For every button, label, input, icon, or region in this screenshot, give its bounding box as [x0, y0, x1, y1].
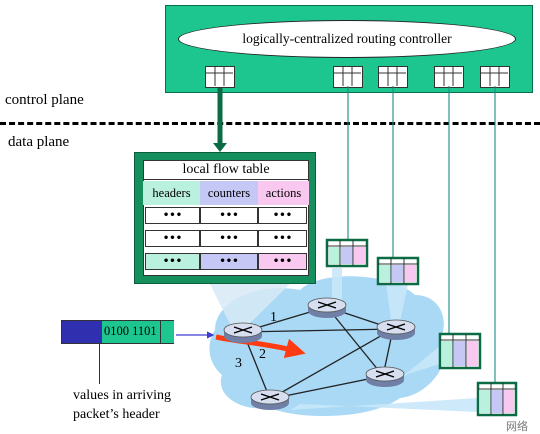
flow-table-header-actions: actions [258, 181, 309, 205]
controller-table-icon [480, 66, 510, 88]
flow-table-row: ••• ••• ••• [145, 207, 307, 225]
packet-header-tail-segment [160, 321, 174, 343]
flow-table-row: ••• ••• ••• [145, 230, 307, 248]
flow-table-cell: ••• [145, 230, 200, 247]
router-icon [250, 389, 290, 410]
link-number: 3 [235, 356, 242, 371]
routing-controller: logically-centralized routing controller [178, 20, 516, 58]
router-icon [376, 319, 416, 340]
link-number: 1 [270, 310, 277, 325]
packet-header-green-segment [102, 321, 160, 343]
flow-table-cell: ••• [258, 230, 307, 247]
control-plane-label: control plane [5, 92, 84, 108]
flow-table-cell: ••• [200, 207, 258, 224]
packet-header-value: 0100 1101 [104, 324, 157, 338]
packet-caption-pointer [99, 344, 100, 384]
router-table-beam [398, 346, 440, 380]
table-grid-icon [334, 67, 361, 86]
controller-table-icon [205, 66, 235, 88]
router-icon [307, 297, 347, 318]
table-grid-icon [379, 67, 406, 86]
table-grid-icon [435, 67, 462, 86]
packet-caption: values in arriving packet’s header [73, 386, 193, 424]
flow-table-cell: ••• [258, 207, 307, 224]
controller-table-icon [333, 66, 363, 88]
forwarding-arrow [215, 334, 306, 359]
flow-table-header-counters: counters [200, 181, 258, 205]
switch-flow-table-icon [476, 381, 518, 417]
controller-connectors [344, 86, 499, 415]
packet-header: 0100 1101 [61, 320, 174, 344]
packet-caption-line1: values in arriving [73, 388, 171, 403]
link-number: 2 [259, 347, 266, 362]
flow-table-beam [210, 284, 290, 328]
router-icon [365, 366, 405, 387]
flow-table-cell: ••• [145, 253, 200, 270]
switch-flow-table-icon [325, 238, 369, 268]
routing-controller-label: logically-centralized routing controller [242, 31, 452, 46]
switch-flow-table-icon [438, 332, 482, 370]
flow-table-header-headers: headers [143, 181, 200, 205]
router-table-beam [290, 398, 478, 412]
plane-separator [0, 122, 540, 125]
flow-table-row: ••• ••• ••• [145, 253, 307, 271]
table-grid-icon [206, 67, 233, 86]
flow-table-cell: ••• [200, 253, 258, 270]
data-plane-label: data plane [8, 134, 70, 150]
switch-flow-table-icon [376, 256, 420, 286]
flow-table-cell: ••• [258, 253, 307, 270]
packet-header-blue-segment [62, 321, 102, 343]
local-flow-table-title: local flow table [143, 160, 309, 180]
flow-table-cell: ••• [145, 207, 200, 224]
watermark: 网络 [506, 420, 528, 433]
router-icon [223, 322, 263, 343]
flow-table-cell: ••• [200, 230, 258, 247]
table-grid-icon [481, 67, 508, 86]
router-table-beam [332, 268, 342, 307]
router-table-beam [386, 284, 408, 327]
packet-caption-line2: packet’s header [73, 407, 160, 422]
